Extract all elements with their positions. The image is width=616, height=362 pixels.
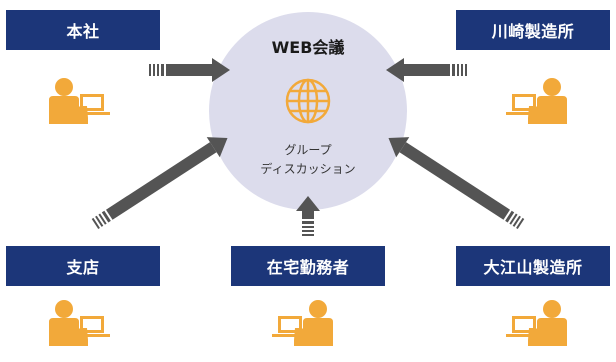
hub-subtitle: グループ ディスカッション xyxy=(222,141,394,179)
location-label-shiten: 支店 xyxy=(6,246,160,286)
person-at-computer-icon xyxy=(506,300,567,346)
location-label-honsha: 本社 xyxy=(6,10,160,50)
person-at-computer-icon xyxy=(49,300,110,346)
person-at-computer-icon xyxy=(49,78,110,124)
arrow-from-shiten xyxy=(91,137,228,230)
globe-icon xyxy=(285,78,331,124)
hub-title: WEB会議 xyxy=(271,38,345,57)
arrow-from-oeyama xyxy=(388,137,525,230)
person-at-computer-icon xyxy=(272,300,333,346)
arrow-from-honsha xyxy=(149,58,230,82)
hub-subtitle-line-2: ディスカッション xyxy=(260,162,356,176)
location-label-oeyama: 大江山製造所 xyxy=(456,246,610,286)
person-at-computer-icon xyxy=(506,78,567,124)
arrow-from-zaitaku xyxy=(296,196,320,236)
arrow-from-kawasaki xyxy=(386,58,467,82)
location-label-kawasaki: 川崎製造所 xyxy=(456,10,610,50)
location-label-zaitaku: 在宅勤務者 xyxy=(231,246,385,286)
hub-subtitle-line-1: グループ xyxy=(284,143,332,157)
